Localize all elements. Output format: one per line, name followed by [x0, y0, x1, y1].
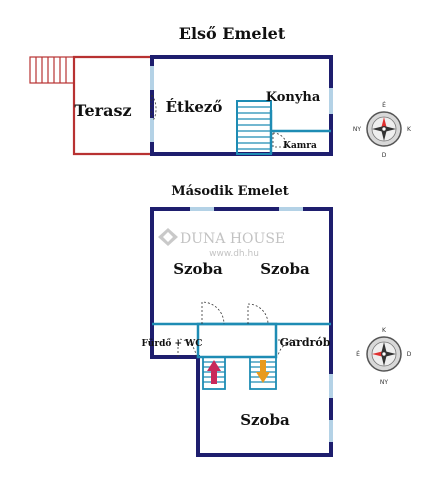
- pantry-door-swing: [272, 132, 288, 148]
- room-label-bathroom: Fürdő + WC: [142, 338, 203, 349]
- room-label-dining: Étkező: [166, 98, 223, 116]
- room-label-right-room: Szoba: [260, 260, 310, 278]
- compass-west-label: NY: [353, 126, 361, 133]
- second-floor-windows: [190, 207, 333, 442]
- compass-south-label: D: [382, 152, 387, 159]
- room-label-wardrobe: Gardrób: [280, 336, 331, 349]
- room-label-pantry: Kamra: [283, 141, 317, 151]
- room-label-kitchen: Konyha: [266, 90, 321, 105]
- first-floor-windows: [150, 66, 333, 142]
- compass-east-label: K: [407, 126, 412, 133]
- dining-door-arc: [150, 94, 153, 120]
- second-floor-title: Második Emelet: [171, 184, 289, 199]
- watermark-url: www.dh.hu: [209, 249, 259, 259]
- compass-north-label: É: [382, 101, 386, 109]
- duna-house-watermark: DUNA HOUSE www.dh.hu: [158, 228, 285, 259]
- compass2-west-label: NY: [380, 379, 388, 386]
- terrace-steps: [29, 56, 75, 84]
- room-label-bottom-room: Szoba: [240, 411, 290, 429]
- compass2-north-label: É: [356, 350, 360, 358]
- first-floor-title: Első Emelet: [179, 24, 286, 43]
- first-floor-stairs: [236, 100, 272, 155]
- compass2-south-label: D: [407, 351, 412, 358]
- watermark-brand: DUNA HOUSE: [180, 231, 285, 247]
- dining-door-swing: [151, 94, 157, 120]
- second-floor-door-swings: [177, 301, 299, 358]
- stairs-up-arrow-icon: [207, 360, 221, 384]
- room-label-terrace: Terasz: [74, 101, 131, 120]
- room-label-left-room: Szoba: [173, 260, 223, 278]
- compass2-east-label: K: [382, 327, 387, 334]
- terrace-outline: [72, 55, 152, 156]
- compass-second-floor: K D NY É: [356, 327, 412, 386]
- compass-first-floor: É K D NY: [353, 101, 412, 159]
- duna-house-logo-icon: [158, 228, 178, 246]
- second-floor-walls: [150, 207, 333, 457]
- stairs-down-arrow-icon: [256, 360, 270, 383]
- second-floor-inner-walls: [152, 322, 331, 359]
